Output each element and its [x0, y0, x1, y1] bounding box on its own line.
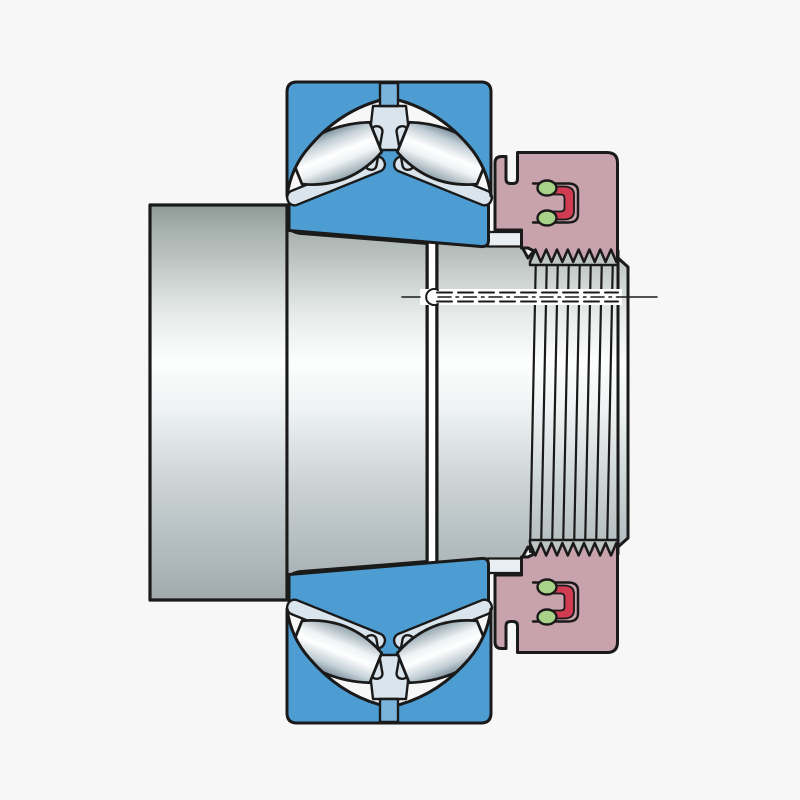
slot-end-mark: [425, 288, 439, 306]
thread-crests: [528, 248, 620, 267]
sleeve-collar-face-top: [486, 230, 523, 248]
shaft-shoulder: [148, 203, 289, 602]
sleeve-collar-face-bottom: [486, 557, 523, 575]
shaft-end-gap: [426, 232, 438, 573]
locking-pin-top: [536, 179, 558, 197]
nut-locking-groove: [531, 182, 580, 224]
locking-pin-bottom: [536, 209, 558, 227]
lubrication-groove: [378, 81, 400, 108]
shaft-seat: [285, 219, 429, 586]
slot-centerline: [401, 288, 658, 306]
outer-ring: [285, 80, 493, 198]
lock-nut: [493, 151, 619, 266]
upper-assembly: [285, 80, 620, 267]
